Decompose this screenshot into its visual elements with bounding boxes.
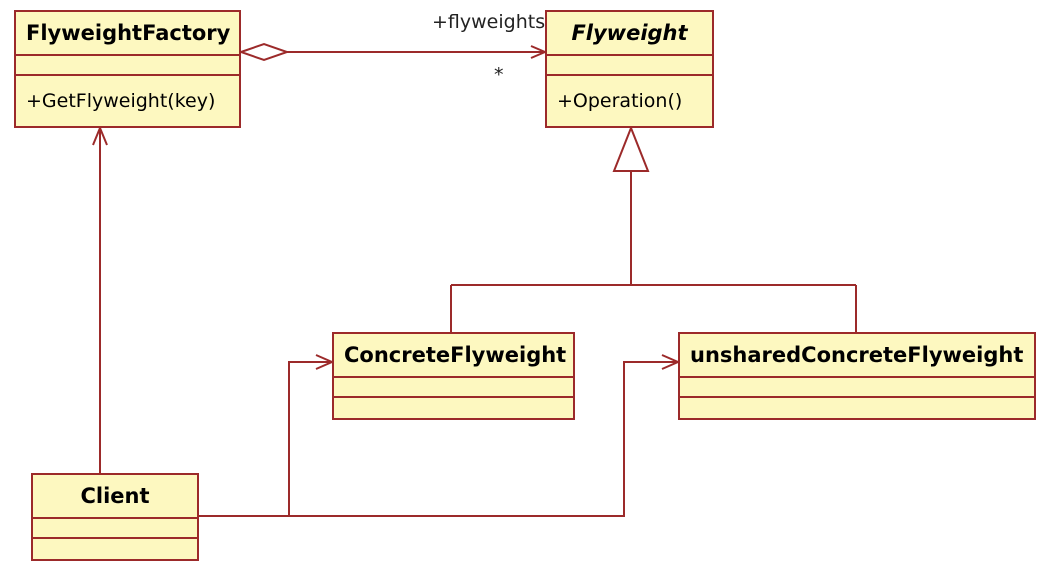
generalization-triangle xyxy=(612,125,650,172)
class-concrete-flyweight[interactable]: ConcreteFlyweight xyxy=(332,332,575,420)
operations-compartment xyxy=(334,398,573,418)
class-unshared-concrete-flyweight[interactable]: unsharedConcreteFlyweight xyxy=(678,332,1036,420)
operation-operation: +Operation() xyxy=(557,90,683,112)
class-name: Client xyxy=(33,475,197,519)
client-to-unshared-line xyxy=(289,361,678,517)
attributes-compartment xyxy=(334,378,573,398)
operation-getflyweight: +GetFlyweight(key) xyxy=(26,90,216,112)
client-to-factory-arrowhead xyxy=(92,125,108,146)
aggregation-diamond xyxy=(237,42,291,62)
operations-compartment xyxy=(680,398,1034,418)
attributes-compartment xyxy=(16,56,239,76)
class-name: ConcreteFlyweight xyxy=(334,334,573,378)
association-multiplicity-label: * xyxy=(494,64,504,86)
attributes-compartment xyxy=(33,519,197,539)
class-flyweight-factory[interactable]: FlyweightFactory +GetFlyweight(key) xyxy=(14,10,241,128)
client-to-concrete-line xyxy=(199,361,332,517)
class-flyweight[interactable]: Flyweight +Operation() xyxy=(545,10,714,128)
class-client[interactable]: Client xyxy=(31,473,199,561)
association-role-label: +flyweights xyxy=(432,11,546,33)
attributes-compartment xyxy=(547,56,712,76)
class-name: FlyweightFactory xyxy=(16,12,239,56)
operations-compartment xyxy=(33,539,197,559)
class-name: unsharedConcreteFlyweight xyxy=(680,334,1034,378)
attributes-compartment xyxy=(680,378,1034,398)
class-name: Flyweight xyxy=(547,12,712,56)
